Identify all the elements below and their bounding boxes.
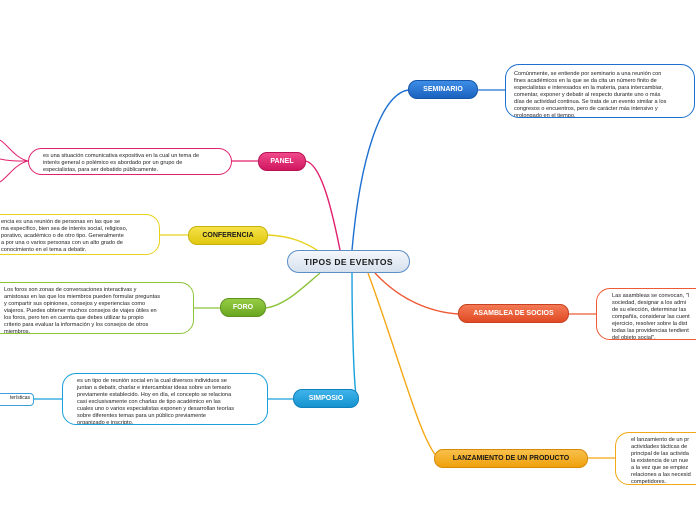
topic-seminario[interactable]: SEMINARIO [408,80,478,99]
topic-panel[interactable]: PANEL [258,152,306,171]
connector-conferencia [267,234,321,253]
connector-panel [305,160,341,251]
topic-conferencia[interactable]: CONFERENCIA [188,226,268,245]
topic-simposio[interactable]: SIMPOSIO [293,389,359,408]
seminario-description[interactable]: Comúnmente, se entiende por seminario a … [505,64,695,118]
connector-lanzamiento [367,272,439,459]
asamblea-description[interactable]: Las asambleas se convocan, "l sociedad, … [596,288,696,340]
connector-panel-branch-2 [0,158,29,162]
simposio-description[interactable]: es un tipo de reunión social en la cual … [62,373,268,425]
topic-asamblea-de-socios[interactable]: ASAMBLEA DE SOCIOS [458,304,569,323]
lanzamiento-description[interactable]: el lanzamiento de un pr actividades táct… [615,432,696,485]
connector-seminario [351,89,409,251]
connector-foro [265,272,321,309]
connector-simposio [351,272,357,396]
connector-asamblea [374,272,459,315]
connector-panel-branch-1 [0,139,29,162]
conferencia-description[interactable]: encia es una reunión de personas en las … [0,214,160,255]
simposio-leaf-caracteristicas[interactable]: terísticas [0,393,34,406]
connector-panel-branch-3 [0,160,29,183]
central-topic[interactable]: TIPOS DE EVENTOS [287,250,410,273]
panel-description[interactable]: es una situación comunicativa expositiva… [28,148,232,175]
foro-description[interactable]: Los foros son zonas de conversaciones in… [0,282,194,334]
topic-foro[interactable]: FORO [220,298,266,317]
topic-lanzamiento-de-un-producto[interactable]: LANZAMIENTO DE UN PRODUCTO [434,449,588,468]
